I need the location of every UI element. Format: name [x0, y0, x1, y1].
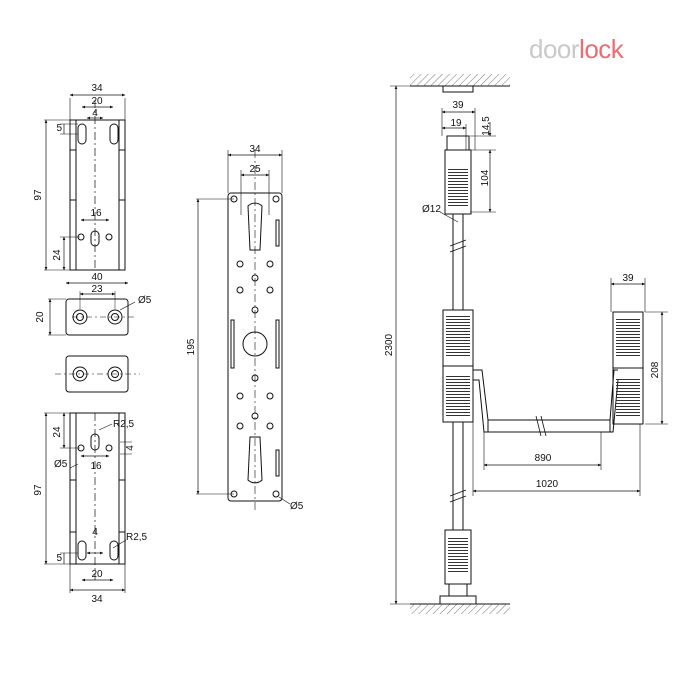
keyhole-top	[247, 202, 263, 251]
brand-logo: doorlock	[529, 34, 624, 65]
dim-strike-hole: Ø5	[138, 295, 152, 306]
brand-logo-part2: lock	[579, 34, 624, 64]
slot-hole	[77, 123, 87, 145]
brand-logo-part1: door	[529, 34, 580, 64]
assembly	[390, 74, 668, 614]
faceplate	[196, 150, 291, 510]
dim-top-offset: 5	[56, 123, 62, 134]
dim-plate-hole: Ø5	[290, 501, 304, 512]
dim-total-height: 2300	[384, 333, 395, 356]
dim-bottom-hole: Ø5	[54, 459, 68, 470]
dim-cap: 14,5	[481, 116, 492, 136]
dim-top-lower: 24	[52, 249, 63, 261]
dim-rod-width: 39	[452, 100, 464, 111]
dim-handle-width: 39	[622, 273, 634, 284]
dim-strike-span: 23	[91, 284, 103, 295]
dim-strike-height: 20	[35, 311, 46, 323]
bottom-bracket	[44, 412, 132, 593]
strike-plate-back	[55, 355, 140, 393]
push-bar	[473, 369, 618, 421]
dim-total-width: 1020	[536, 479, 559, 490]
dim-strike-width: 40	[91, 272, 103, 283]
cylinder-hole	[242, 331, 268, 357]
dim-bar-length: 890	[535, 453, 552, 464]
dim-plate-width: 34	[249, 144, 261, 155]
dim-rod-diameter: Ø12	[422, 204, 441, 215]
dim-bottom-height: 97	[33, 484, 44, 496]
dim-bottom-radius: R2,5	[113, 419, 135, 430]
dim-rod-inner: 19	[450, 118, 462, 129]
dim-top-hole-span: 16	[90, 208, 102, 219]
dim-top-height: 97	[33, 189, 44, 201]
strike-plate-front	[48, 281, 136, 336]
dim-plate-height: 195	[186, 338, 197, 355]
dim-top-width: 34	[91, 83, 103, 94]
mount-hole	[105, 444, 113, 452]
dim-bottom-inner: 20	[91, 569, 103, 580]
dim-bottom-radius2: R2,5	[126, 532, 148, 543]
dim-bottom-small: 4	[125, 445, 136, 451]
dim-bottom-hole-span: 16	[90, 461, 102, 472]
dim-bottom-width: 34	[91, 594, 103, 605]
keyhole-bottom	[247, 436, 263, 484]
slot-hole	[77, 540, 87, 561]
dim-handle-height: 208	[650, 361, 661, 378]
top-bracket-outline	[69, 119, 126, 271]
top-bracket	[44, 93, 126, 271]
dim-bottom-lower: 24	[52, 426, 63, 438]
bottom-bracket-outline	[69, 412, 126, 565]
dim-top-inner: 20	[91, 96, 103, 107]
slot-hole	[109, 540, 119, 561]
dim-plate-inner: 25	[249, 164, 261, 175]
dim-top-slot: 4	[92, 108, 98, 119]
dim-head-height: 104	[480, 169, 491, 186]
mount-hole	[105, 233, 113, 241]
dim-bottom-slot: 4	[92, 527, 98, 538]
slot-hole	[109, 123, 119, 145]
dim-bottom-offset: 5	[56, 553, 62, 564]
